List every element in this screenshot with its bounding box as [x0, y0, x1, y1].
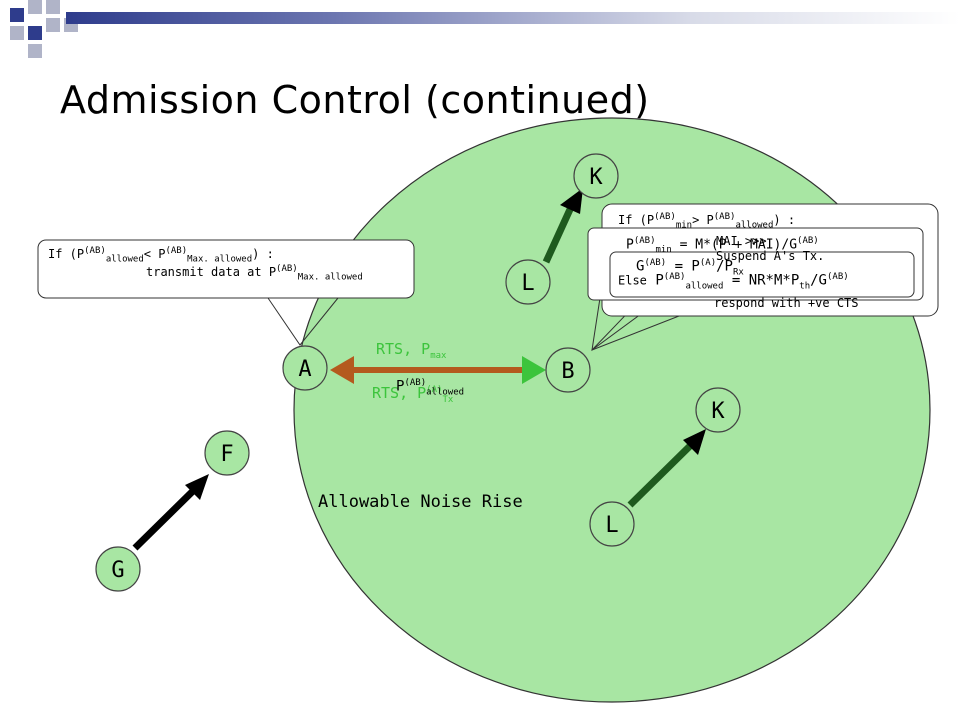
p-allowed-label: P(AB)allowed — [396, 378, 465, 398]
arrowhead-f — [185, 474, 209, 500]
arrowhead-k1 — [560, 188, 583, 214]
callout-b-line6: Else P(AB)allowed = NR*M*Pth/G(AB) — [618, 272, 849, 292]
node-g[interactable] — [95, 546, 141, 592]
node-b-label: B — [561, 359, 574, 384]
rts-arrowhead-right — [522, 356, 546, 384]
node-l1-label: L — [521, 271, 534, 296]
allowable-noise-rise-label: Allowable Noise Rise — [318, 492, 523, 512]
node-a[interactable] — [282, 345, 328, 391]
node-f[interactable] — [204, 430, 250, 476]
node-k1-label: K — [589, 165, 603, 190]
callout-b-line4: Suspend A's Tx. — [716, 249, 825, 263]
callout-a-tail — [267, 297, 339, 346]
link-arrow-l1-k1 — [542, 203, 576, 264]
node-b[interactable] — [545, 347, 591, 393]
callout-b-line2: P(AB)min = M*(P + MAI)/G(AB) — [626, 236, 819, 255]
rts-arrowhead-left — [330, 356, 354, 384]
slide-title: Admission Control (continued) — [60, 78, 650, 122]
rts-ptx-label: RTS, P(A)Tx — [372, 384, 454, 405]
link-arrow-l2-k2 — [627, 441, 695, 508]
arrowhead-k2 — [683, 429, 706, 455]
node-f-label: F — [220, 442, 233, 467]
node-a-label: A — [298, 357, 311, 382]
callout-a-line1: If (P(AB)allowed< P(AB)Max. allowed) : — [48, 246, 274, 265]
header-gradient-bar — [66, 12, 960, 24]
callout-b-line3: MAI >>> — [716, 234, 767, 248]
node-g-label: G — [111, 558, 124, 583]
callout-b-line1: If (P(AB)min> P(AB)allowed) : — [618, 212, 796, 231]
node-l1[interactable] — [505, 259, 551, 305]
node-l2[interactable] — [589, 501, 635, 547]
rts-pmax-label: RTS, Pmax — [376, 340, 447, 361]
callout-b-inner-box — [609, 251, 915, 298]
node-k2-label: K — [711, 399, 725, 424]
callout-a-box — [37, 239, 415, 299]
callout-b-tail-2 — [591, 297, 661, 352]
callout-a-line2: transmit data at P(AB)Max. allowed — [146, 264, 363, 283]
link-arrow-g-f — [132, 486, 198, 551]
node-k2[interactable] — [695, 387, 741, 433]
callout-b-line5: G(AB) = P(A)/PRx — [636, 258, 744, 278]
callout-b-line7: respond with +ve CTS — [714, 296, 859, 310]
node-k1[interactable] — [573, 153, 619, 199]
node-l2-label: L — [605, 513, 618, 538]
